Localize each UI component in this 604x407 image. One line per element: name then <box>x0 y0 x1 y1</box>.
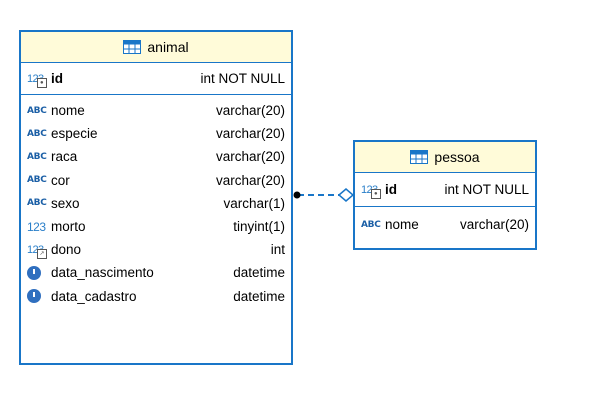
column-row[interactable]: ABC especie varchar(20) <box>21 122 291 145</box>
column-row-pk[interactable]: 123● id int NOT NULL <box>21 63 291 95</box>
column-row[interactable]: 123↗ dono int <box>21 238 291 261</box>
text-type-icon: ABC <box>27 175 47 186</box>
column-type: datetime <box>233 288 285 304</box>
column-type: int <box>270 242 285 258</box>
column-type: tinyint(1) <box>233 219 285 235</box>
column-list: ABC nome varchar(20) ABC especie varchar… <box>21 95 291 308</box>
column-name: data_nascimento <box>51 265 154 281</box>
column-row-pk[interactable]: 123● id int NOT NULL <box>355 173 535 207</box>
column-type: varchar(20) <box>215 172 285 188</box>
column-name: nome <box>51 103 85 119</box>
primary-key-number-icon: 123● <box>361 184 385 199</box>
entity-title: pessoa <box>434 149 480 165</box>
column-row[interactable]: data_nascimento datetime <box>21 261 291 284</box>
column-type: varchar(20) <box>215 103 285 119</box>
text-type-icon: ABC <box>27 128 47 139</box>
column-name: raca <box>51 149 78 165</box>
foreign-key-number-icon: 123↗ <box>27 244 51 259</box>
column-type: int NOT NULL <box>200 71 285 86</box>
column-type: varchar(1) <box>223 195 285 211</box>
table-icon <box>410 150 429 164</box>
column-name: morto <box>51 219 86 235</box>
column-type: varchar(20) <box>215 149 285 165</box>
text-type-icon: ABC <box>27 105 47 116</box>
column-name: especie <box>51 126 98 142</box>
column-name: id <box>385 182 397 197</box>
column-name: nome <box>385 217 419 233</box>
column-row[interactable]: data_cadastro datetime <box>21 285 291 308</box>
primary-key-number-icon: 123● <box>27 73 51 88</box>
column-type: varchar(20) <box>459 217 529 233</box>
column-type: int NOT NULL <box>444 182 529 197</box>
column-name: id <box>51 71 63 86</box>
column-row[interactable]: ABC nome varchar(20) <box>355 213 535 236</box>
text-type-icon: ABC <box>27 151 47 162</box>
entity-animal[interactable]: animal 123● id int NOT NULL ABC nome var… <box>19 30 293 365</box>
column-name: dono <box>51 242 82 258</box>
entity-title: animal <box>147 39 189 55</box>
column-name: data_cadastro <box>51 288 137 304</box>
entity-header-pessoa[interactable]: pessoa <box>355 142 535 173</box>
column-row[interactable]: ABC nome varchar(20) <box>21 99 291 122</box>
clock-icon <box>27 289 51 304</box>
entity-pessoa[interactable]: pessoa 123● id int NOT NULL ABC nome var… <box>353 140 537 250</box>
text-type-icon: ABC <box>27 198 47 209</box>
column-name: sexo <box>51 195 80 211</box>
text-type-icon: ABC <box>361 219 381 230</box>
relationship-diamond-end <box>337 188 355 202</box>
entity-header-animal[interactable]: animal <box>21 32 291 63</box>
column-type: varchar(20) <box>215 126 285 142</box>
column-type: datetime <box>233 265 285 281</box>
column-row[interactable]: ABC raca varchar(20) <box>21 145 291 168</box>
relationship-dot-end <box>293 191 301 199</box>
column-list: ABC nome varchar(20) <box>355 207 535 236</box>
column-row[interactable]: 123 morto tinyint(1) <box>21 215 291 238</box>
column-row[interactable]: ABC cor varchar(20) <box>21 169 291 192</box>
column-name: cor <box>51 172 70 188</box>
number-type-icon: 123 <box>27 219 46 234</box>
table-icon <box>123 40 142 54</box>
column-row[interactable]: ABC sexo varchar(1) <box>21 192 291 215</box>
clock-icon <box>27 265 51 280</box>
